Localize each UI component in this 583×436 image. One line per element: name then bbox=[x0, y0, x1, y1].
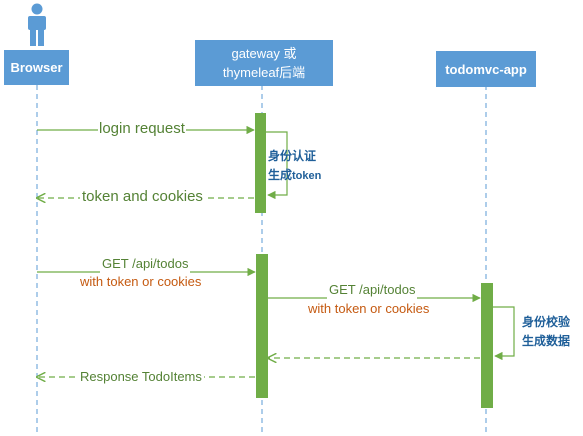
get-todos-label: GET /api/todos bbox=[100, 255, 191, 273]
todomvc-activation bbox=[481, 283, 493, 408]
app-note-line1: 身份校验 bbox=[522, 315, 571, 329]
gateway-activation-2 bbox=[256, 254, 268, 398]
actor-icon bbox=[28, 3, 46, 46]
login-request-label: login request bbox=[98, 120, 186, 138]
todomvc-self-call-arrow bbox=[493, 306, 515, 361]
gateway-note-line1: 身份认证 bbox=[268, 149, 317, 163]
app-validation-note: 身份校验 生成数据 bbox=[522, 313, 570, 351]
forward-get-todos-label: GET /api/todos bbox=[327, 281, 418, 299]
response-todoitems-label: Response TodoItems bbox=[78, 368, 204, 386]
gateway-self-call-arrow bbox=[266, 131, 288, 200]
gateway-note-suffix: token bbox=[292, 170, 322, 182]
gateway-auth-note: 身份认证 生成token bbox=[268, 147, 321, 186]
browser-participant: Browser bbox=[4, 50, 69, 85]
gateway-participant: gateway 或 thymeleaf后端 bbox=[195, 40, 333, 86]
browser-label: Browser bbox=[10, 60, 63, 75]
gateway-label: gateway 或 thymeleaf后端 bbox=[222, 46, 306, 80]
with-token-label: with token or cookies bbox=[80, 274, 202, 289]
gateway-note-line2: 生成token bbox=[268, 166, 321, 186]
todomvc-label: todomvc-app bbox=[445, 61, 527, 77]
forward-with-token-label: with token or cookies bbox=[308, 301, 430, 316]
app-note-line2: 生成数据 bbox=[522, 334, 571, 348]
todomvc-participant: todomvc-app bbox=[436, 51, 536, 87]
gateway-note-prefix: 生成 bbox=[268, 168, 293, 182]
gateway-activation-1 bbox=[255, 113, 266, 213]
token-and-cookies-label: token and cookies bbox=[80, 188, 205, 206]
